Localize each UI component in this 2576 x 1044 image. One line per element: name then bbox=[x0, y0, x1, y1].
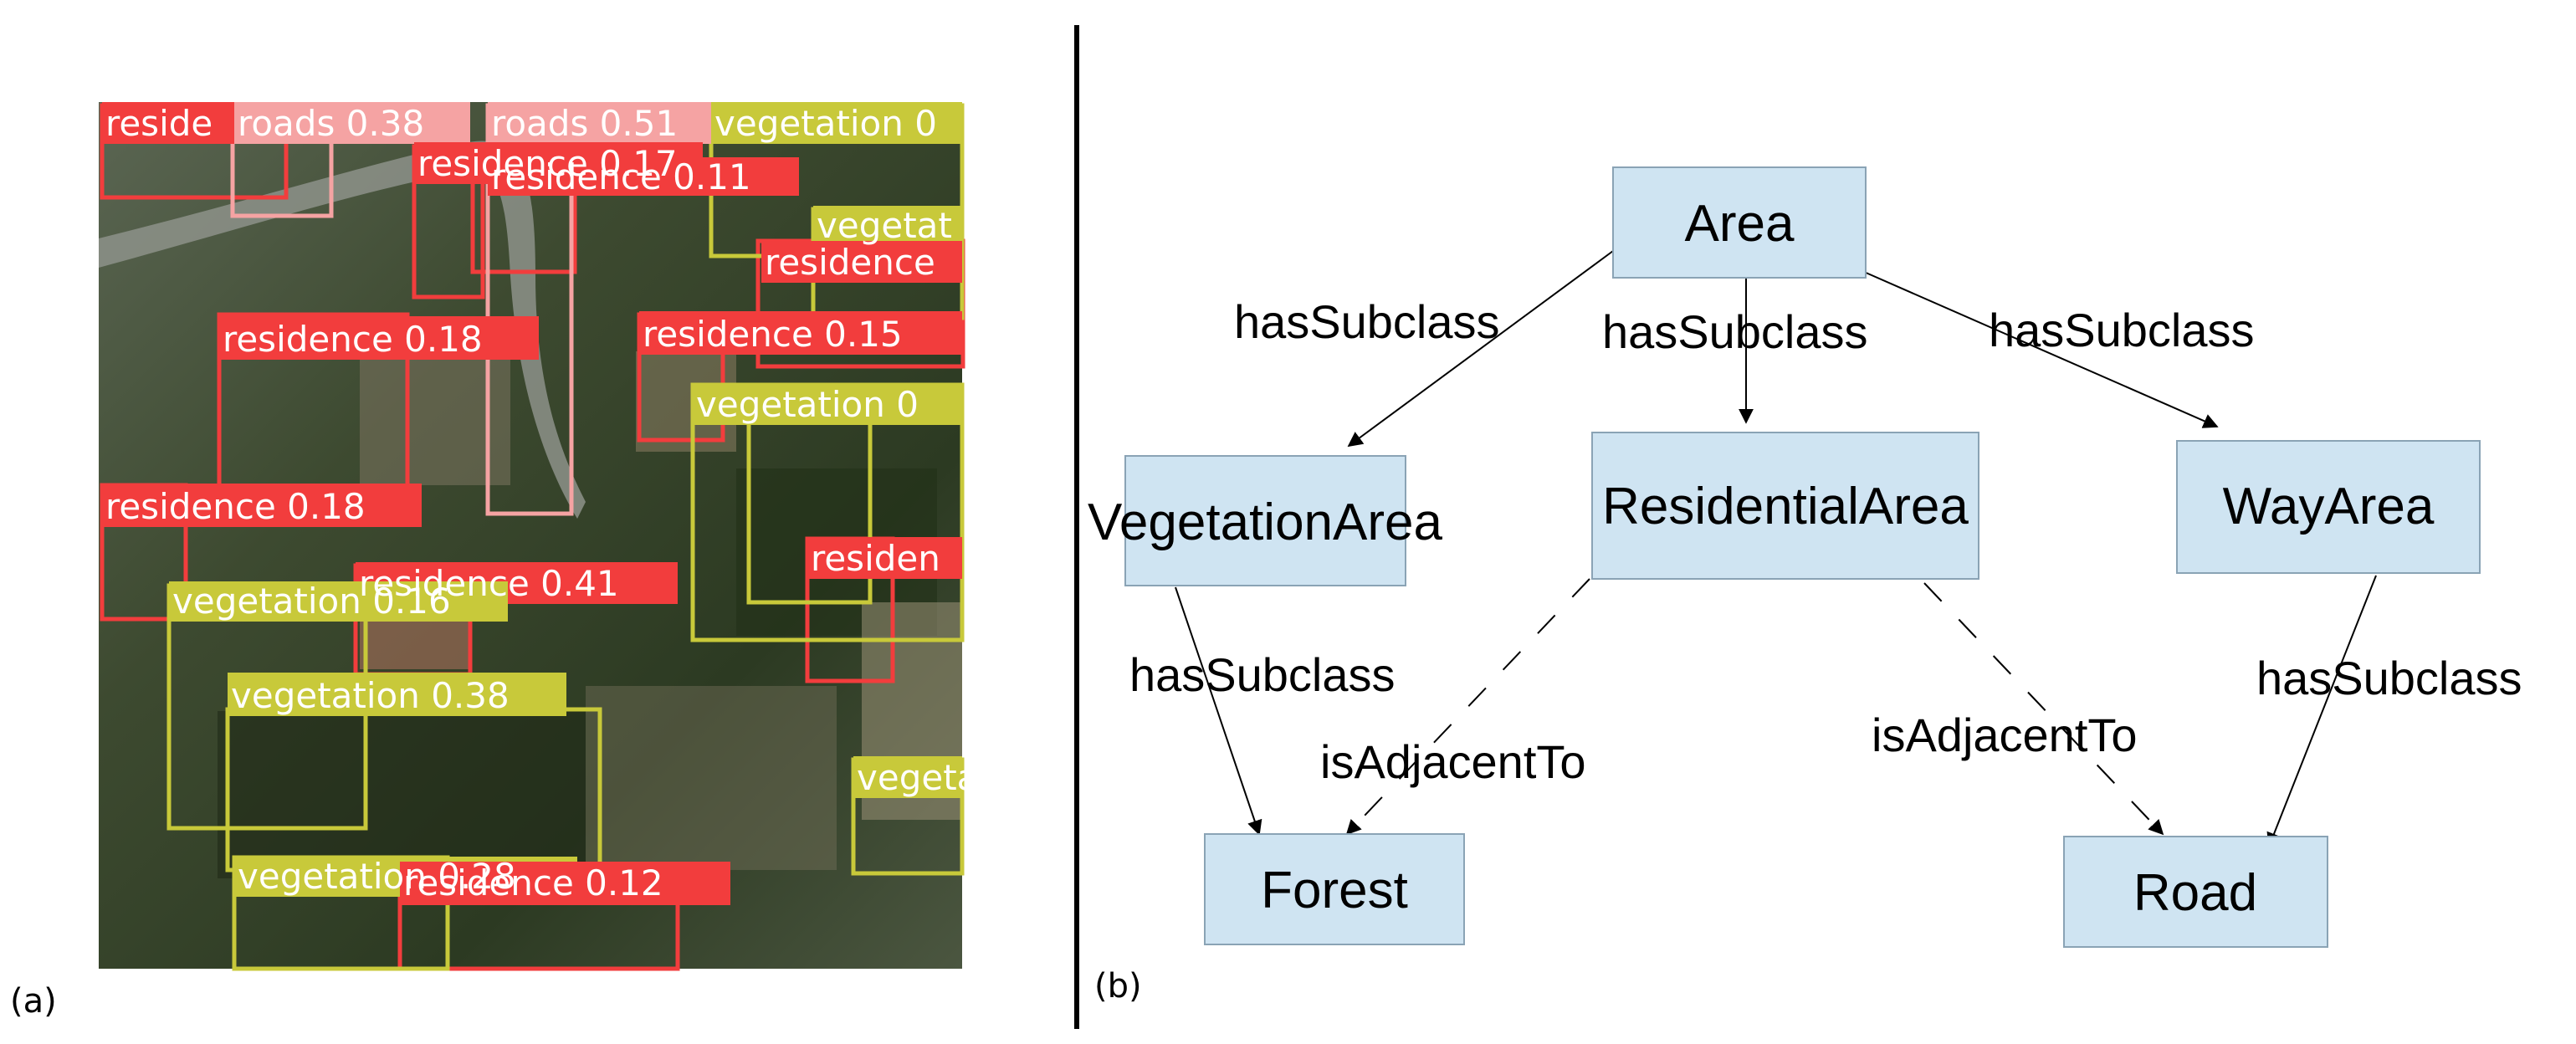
det-tag-bg bbox=[853, 756, 962, 798]
edge-label-area-way: hasSubclass bbox=[1989, 304, 2255, 356]
det-tag-bg bbox=[639, 311, 962, 355]
det-tag-bg bbox=[813, 206, 962, 246]
det-label: residence 0.12 bbox=[403, 862, 663, 903]
det-tag-bg bbox=[711, 102, 962, 144]
det-tag-bg bbox=[761, 241, 962, 283]
node-forest: Forest bbox=[1204, 833, 1465, 945]
det-label: vegetation 0.38 bbox=[231, 675, 510, 716]
ontology-edge-labels: hasSubclass hasSubclass hasSubclass hasS… bbox=[1129, 295, 2522, 788]
edge-area-vegetation bbox=[1347, 250, 1614, 448]
node-label-vegetation-area: VegetationArea bbox=[1088, 494, 1443, 551]
edge-label-residential-road: isAdjacentTo bbox=[1872, 709, 2138, 761]
det-label: roads 0.38 bbox=[238, 103, 424, 144]
edge-area-way bbox=[1863, 271, 2219, 428]
det-tag-bg bbox=[169, 581, 508, 622]
node-way-area: WayArea bbox=[2176, 440, 2481, 574]
det-label: vegetation 0 bbox=[714, 103, 937, 144]
panel-b: hasSubclass hasSubclass hasSubclass hasS… bbox=[1088, 166, 2522, 1006]
edge-label-residential-forest: isAdjacentTo bbox=[1320, 735, 1586, 788]
node-label-way-area: WayArea bbox=[2223, 478, 2435, 535]
edge-label-way-road: hasSubclass bbox=[2256, 652, 2522, 704]
det-label: vegetation 0.16 bbox=[172, 581, 451, 622]
aerial-patch-3 bbox=[586, 686, 837, 870]
det-label: vegetation 0.28 bbox=[238, 856, 516, 897]
node-vegetation-area: VegetationArea bbox=[1088, 455, 1443, 586]
ontology-edges bbox=[1175, 250, 2377, 848]
det-label: residence bbox=[765, 242, 935, 283]
det-label: reside bbox=[105, 103, 213, 144]
edge-residential-forest bbox=[1345, 578, 1590, 836]
edge-residential-road bbox=[1923, 582, 2164, 836]
det-tag-bg bbox=[693, 383, 962, 425]
det-tag-bg bbox=[219, 316, 539, 360]
det-tag-bg bbox=[228, 673, 566, 716]
det-tag-bg bbox=[102, 102, 234, 144]
aerial-patch-5 bbox=[218, 711, 586, 878]
det-tag-bg bbox=[400, 862, 730, 905]
node-area: Area bbox=[1612, 166, 1867, 279]
det-label: residence 0.18 bbox=[223, 319, 483, 360]
det-label: residence 0.15 bbox=[643, 314, 903, 355]
det-label: residence 0.41 bbox=[359, 563, 619, 604]
det-label: residence 0.18 bbox=[105, 486, 366, 527]
panel-label-a: (a) bbox=[10, 982, 57, 1021]
det-label: roads 0.51 bbox=[491, 103, 678, 144]
edge-label-vegetation-forest: hasSubclass bbox=[1129, 648, 1396, 701]
edge-label-area-vegetation: hasSubclass bbox=[1234, 295, 1500, 348]
node-label-area: Area bbox=[1685, 195, 1795, 253]
panel-label-b: (b) bbox=[1094, 967, 1142, 1006]
edge-label-area-residential: hasSubclass bbox=[1602, 305, 1868, 358]
det-tag-bg bbox=[488, 102, 711, 144]
detection-label-tags: reside roads 0.38 roads 0.51 vegetation … bbox=[102, 102, 978, 905]
node-label-forest: Forest bbox=[1261, 862, 1408, 919]
det-label: residence 0.17 bbox=[417, 143, 678, 184]
node-road: Road bbox=[2063, 836, 2328, 948]
node-residential-area: ResidentialArea bbox=[1591, 432, 1979, 580]
det-tag-bg bbox=[488, 157, 799, 196]
det-label: residen bbox=[811, 538, 940, 579]
det-tag-bg bbox=[807, 537, 962, 579]
det-label: vegetat bbox=[817, 205, 952, 246]
panel-a: reside roads 0.38 roads 0.51 vegetation … bbox=[10, 102, 978, 1021]
det-tag-bg bbox=[102, 484, 422, 527]
node-label-road: Road bbox=[2133, 864, 2257, 922]
node-label-residential-area: ResidentialArea bbox=[1602, 478, 1969, 535]
edge-way-road bbox=[2266, 575, 2377, 848]
det-label: vegeta bbox=[857, 757, 978, 798]
ontology-nodes: Area VegetationArea ResidentialArea WayA… bbox=[1088, 166, 2481, 948]
det-label: residence 0.11 bbox=[491, 156, 751, 197]
det-tag-bg bbox=[234, 102, 470, 144]
det-label: vegetation 0 bbox=[696, 384, 919, 425]
edge-vegetation-forest bbox=[1175, 586, 1262, 836]
